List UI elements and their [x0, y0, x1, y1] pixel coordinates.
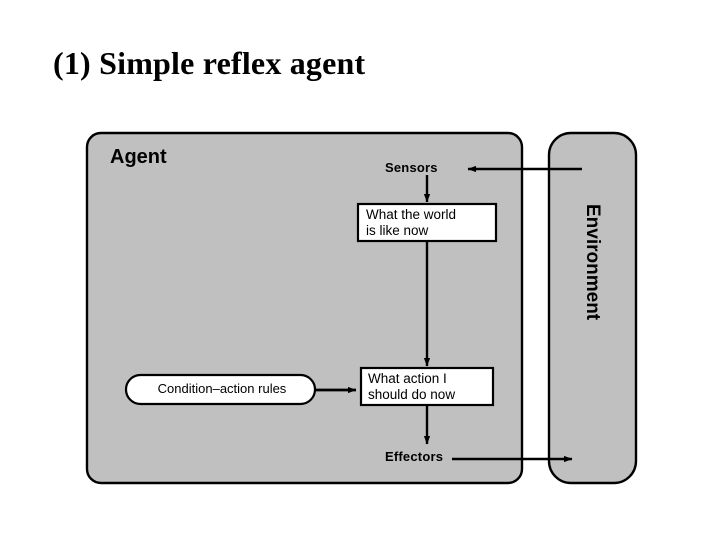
sensors-port-label: Sensors	[385, 160, 438, 175]
environment-box-label: Environment	[582, 204, 603, 321]
node-action-choice-text: What action I should do now	[368, 371, 456, 402]
agent-box	[85, 131, 524, 485]
node-condition-action-rules-text: Condition–action rules	[157, 381, 287, 396]
node-world-state-text: What the world is like now	[366, 207, 457, 238]
environment-box	[547, 131, 638, 485]
node-world-state	[356, 202, 498, 243]
page-title: (1) Simple reflex agent	[53, 45, 366, 81]
agent-box-label: Agent	[110, 146, 167, 168]
effectors-port-label: Effectors	[385, 449, 444, 464]
